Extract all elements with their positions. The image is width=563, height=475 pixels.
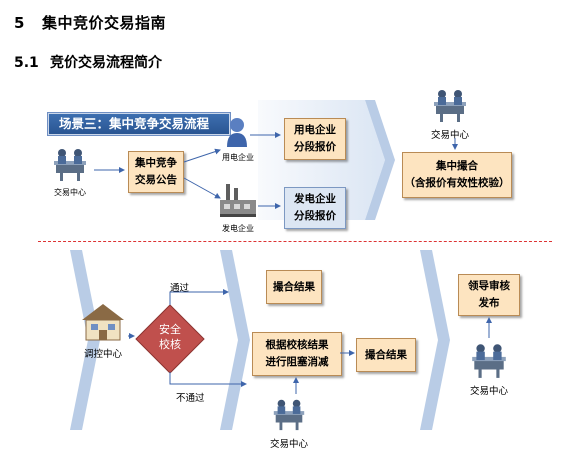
safety-check-text: 安全 校核: [134, 322, 206, 352]
generator-quote-line-1: 发电企业: [294, 193, 336, 205]
match-box: 集中撮合 （含报价有效性校验）: [402, 152, 512, 198]
section-divider: [38, 241, 552, 242]
approve-line-2: 发布: [478, 297, 500, 309]
dispatch-center-house-icon: [82, 304, 124, 341]
exchange-center-right-label: 交易中心: [430, 130, 469, 141]
chevron-upper-main: [365, 100, 395, 220]
announce-line-2: 交易公告: [135, 174, 177, 186]
safety-check-line-2: 校核: [159, 338, 181, 351]
exchange-center-bottom-label: 交易中心: [269, 439, 308, 450]
section-title: 集中竞价交易指南: [42, 14, 167, 32]
consumer-quote-box: 用电企业 分段报价: [284, 118, 346, 160]
match-line-2: （含报价有效性校验）: [404, 177, 510, 189]
match-result-box: 撮合结果: [266, 270, 322, 304]
approve-line-1: 领导审核: [468, 280, 510, 292]
match-result-text: 撮合结果: [273, 280, 315, 293]
subsection-heading: 5.1 竞价交易流程简介: [14, 52, 162, 72]
match-line-1: 集中撮合: [436, 160, 478, 172]
consumer-quote-line-2: 分段报价: [294, 141, 336, 153]
consumer-label: 用电企业: [222, 153, 254, 162]
generator-quote-box: 发电企业 分段报价: [284, 187, 346, 229]
exchange-center-label: 交易中心: [54, 188, 86, 197]
congestion-reduce-box: 根据校核结果 进行阻塞消减: [252, 332, 342, 376]
match-result-box-2: 撮合结果: [356, 338, 416, 372]
safety-check-line-1: 安全: [159, 323, 181, 336]
reduce-line-1: 根据校核结果: [265, 339, 329, 351]
section-heading: 5 集中竞价交易指南: [14, 12, 166, 33]
generator-quote-line-2: 分段报价: [294, 210, 336, 222]
exchange-center-lower-right-label: 交易中心: [469, 386, 508, 397]
exchange-center-bottom-icon: [273, 399, 305, 431]
dispatch-center-label: 调控中心: [83, 349, 122, 360]
exchange-center-lower-right-icon: [472, 344, 506, 378]
consumer-user-icon: [227, 118, 247, 147]
chevron-lower-3: [420, 250, 450, 430]
reduce-line-2: 进行阻塞消减: [265, 356, 329, 368]
exchange-center-icon: [54, 149, 86, 181]
announce-box: 集中竞争 交易公告: [128, 151, 184, 193]
approve-publish-box: 领导审核 发布: [458, 274, 520, 316]
generator-label: 发电企业: [222, 224, 254, 233]
subsection-number: 5.1: [14, 55, 39, 71]
fail-label: 不通过: [176, 393, 205, 404]
scene-title-bar: 场景三：集中竞争交易流程: [48, 113, 230, 135]
consumer-quote-line-1: 用电企业: [294, 124, 336, 136]
chevron-lower-2: [220, 250, 250, 430]
exchange-center-right-icon: [434, 90, 466, 122]
match-result-text-2: 撮合结果: [365, 348, 407, 361]
pass-label: 通过: [170, 283, 190, 294]
power-plant-icon: [220, 184, 256, 217]
subsection-title: 竞价交易流程简介: [50, 55, 162, 71]
announce-line-1: 集中竞争: [135, 157, 177, 169]
section-number: 5: [14, 14, 25, 32]
